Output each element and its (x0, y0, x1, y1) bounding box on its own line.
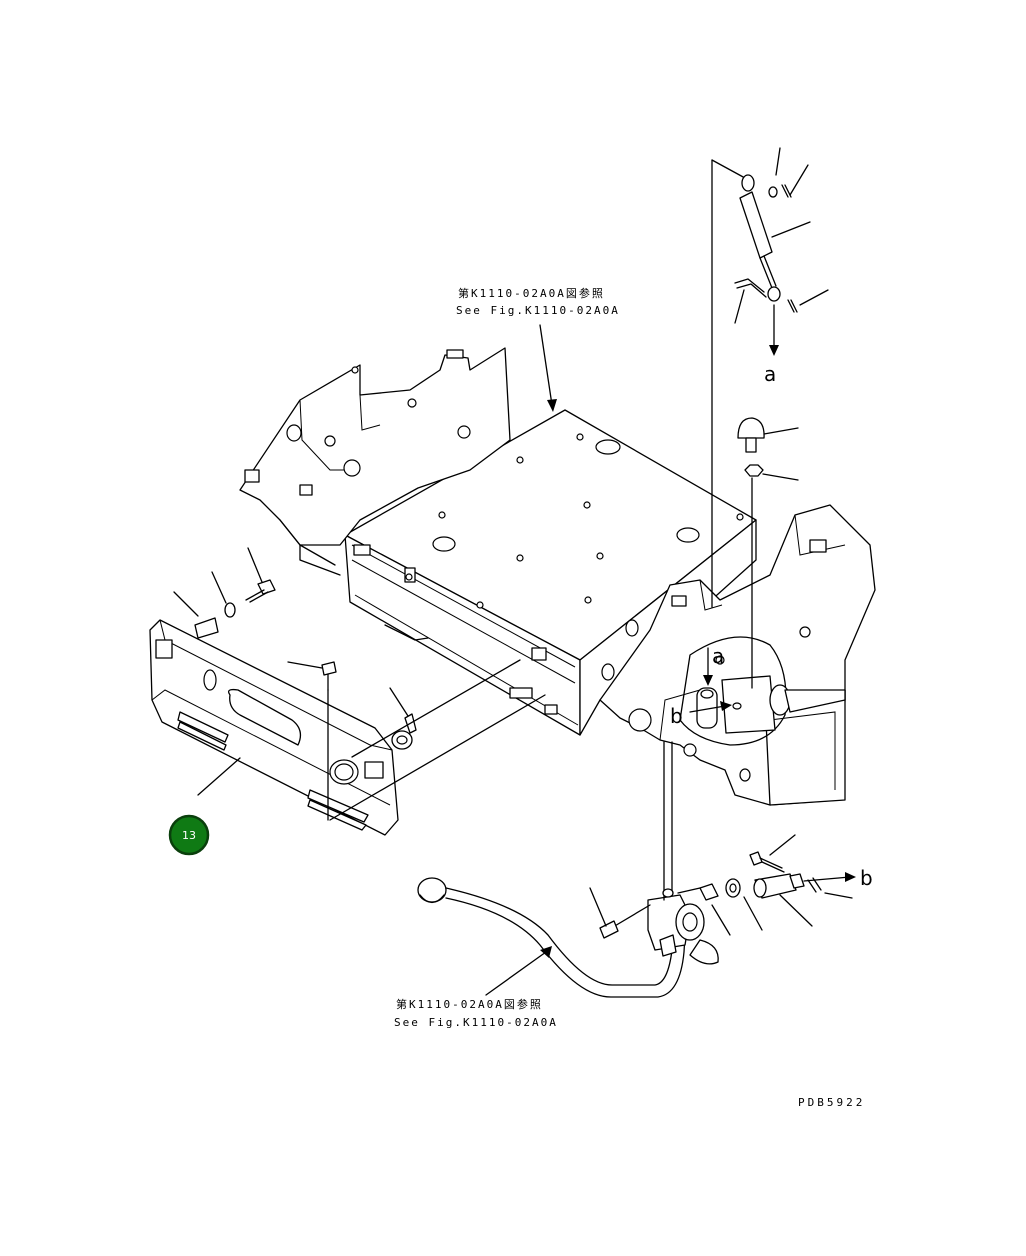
right-bracket (599, 504, 876, 806)
top-reference-jp: 第K1110-02A0A図参照 (458, 286, 605, 300)
top-reference-leader (539, 324, 553, 406)
cover-fasteners (173, 547, 546, 821)
control-lever (417, 741, 856, 998)
gas-spring (711, 147, 829, 608)
bottom-reference-leader (485, 951, 547, 996)
front-cover (149, 619, 399, 836)
top-reference-en: See Fig.K1110-02A0A (456, 304, 620, 317)
badge-circle[interactable] (168, 814, 210, 856)
bottom-reference-en: See Fig.K1110-02A0A (394, 1016, 558, 1029)
stopper-knob (737, 417, 799, 689)
view-marker-b-bottom: b (860, 866, 873, 890)
view-marker-b-pivot: b (670, 704, 683, 728)
drawing-code: PDB5922 (798, 1096, 865, 1109)
left-bracket (239, 347, 511, 576)
view-marker-a-top: a (764, 362, 776, 386)
badge-number: 13 (182, 829, 196, 842)
callout-badge-13[interactable]: 13 (168, 814, 210, 856)
bottom-reference-jp: 第K1110-02A0A図参照 (396, 997, 543, 1011)
view-marker-a-pivot: a (712, 644, 724, 668)
